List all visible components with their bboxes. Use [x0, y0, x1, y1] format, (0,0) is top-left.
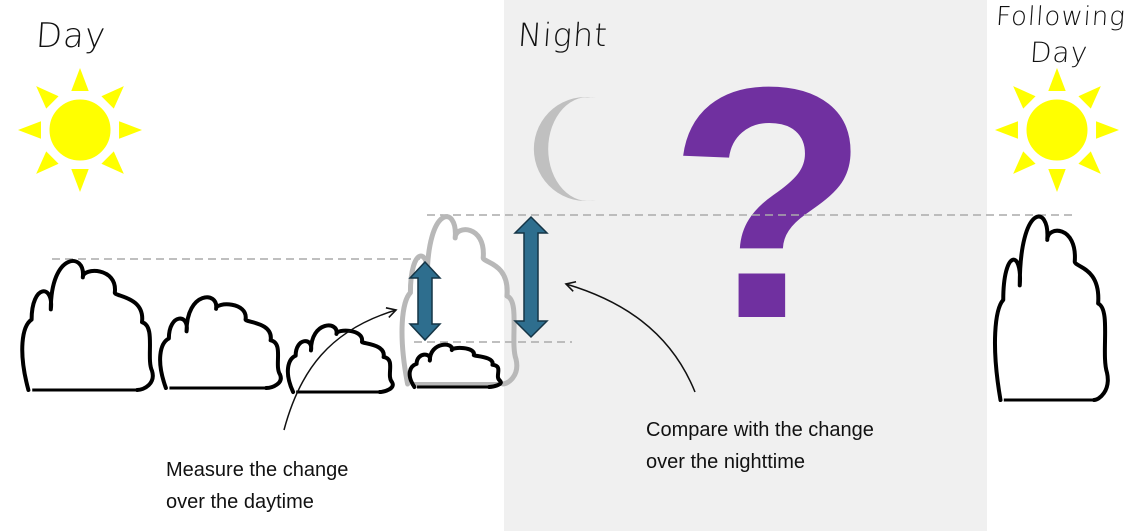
- sun-ray: [1048, 68, 1066, 91]
- plant-following-day-icon: [993, 214, 1110, 402]
- plant-day-start-icon: [20, 259, 155, 392]
- sun-ray: [1013, 151, 1036, 174]
- night-change-arrow-icon: [513, 215, 549, 339]
- compare-caption: Compare with the change over the nightti…: [646, 414, 874, 478]
- sun-ray: [71, 68, 89, 91]
- compare-pointer-arrow: [564, 280, 696, 393]
- sun-icon: [18, 68, 142, 192]
- measure-caption-line2: over the daytime: [166, 491, 314, 513]
- compare-caption-line1: Compare with the change: [646, 419, 874, 441]
- measure-caption: Measure the change over the daytime: [166, 454, 348, 518]
- sun-ray: [1048, 169, 1066, 192]
- sun-ray: [36, 151, 59, 174]
- sun-disc: [46, 96, 114, 164]
- sun-ray: [36, 86, 59, 109]
- sun-ray: [1078, 151, 1101, 174]
- measure-pointer-arrow: [283, 307, 398, 431]
- plant-icon: [158, 295, 283, 390]
- compare-caption-line2: over the nighttime: [646, 451, 805, 473]
- sun-ray: [1078, 86, 1101, 109]
- sun-ray: [71, 169, 89, 192]
- sun-ray: [101, 151, 124, 174]
- sun-ray: [1096, 121, 1119, 139]
- plant-small-icon: [407, 342, 503, 389]
- sun-ray: [101, 86, 124, 109]
- plant-icon: [285, 323, 395, 394]
- ghost-plant-icon: [399, 214, 520, 387]
- question-mark-icon: ?: [668, 18, 870, 387]
- day-change-arrow-icon: [408, 260, 442, 342]
- sun-ray: [1013, 86, 1036, 109]
- sun-ray: [119, 121, 142, 139]
- moon-icon: [533, 97, 596, 201]
- sun-disc: [1023, 96, 1091, 164]
- sun-ray: [995, 121, 1018, 139]
- sun-ray: [18, 121, 41, 139]
- sun-icon: [995, 68, 1119, 192]
- measure-caption-line1: Measure the change: [166, 459, 349, 481]
- night-background: [504, 0, 987, 531]
